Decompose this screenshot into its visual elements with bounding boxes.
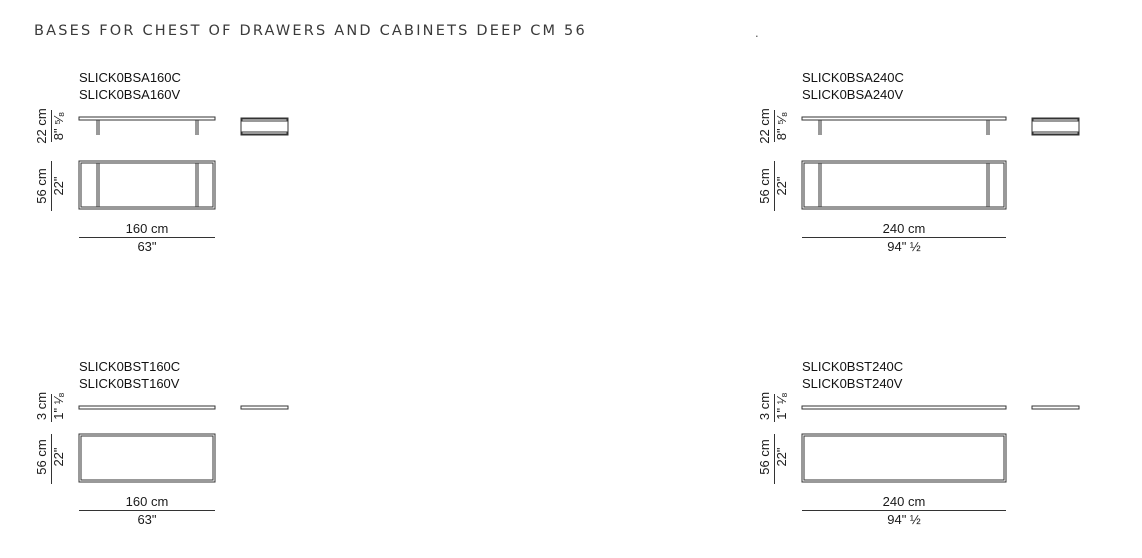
base-drawing	[801, 116, 1080, 210]
depth-dim-line	[774, 161, 775, 211]
side-elevation	[1031, 117, 1080, 136]
product-drawing-bsa240: SLICK0BSA240C SLICK0BSA240V 22 cm 8" ⁵⁄₈…	[757, 69, 1080, 269]
product-code: SLICK0BSA240V	[802, 87, 904, 102]
width-cm-label: 240 cm	[882, 494, 926, 509]
product-codes: SLICK0BSA160C SLICK0BSA160V	[79, 69, 181, 103]
front-elevation	[78, 405, 216, 410]
header-dot: .	[755, 25, 759, 40]
plan-view	[801, 160, 1007, 210]
height-dim-line	[774, 394, 775, 422]
width-dim-line	[79, 510, 215, 511]
width-in-label: 94" ½	[887, 239, 921, 254]
depth-dim-line	[774, 434, 775, 484]
product-code: SLICK0BSA240C	[802, 70, 904, 85]
width-cm-label: 240 cm	[882, 221, 926, 236]
product-drawing-bst240: SLICK0BST240C SLICK0BST240V 3 cm 1" ¹⁄₈ …	[757, 358, 1080, 558]
page-title: BASES FOR CHEST OF DRAWERS AND CABINETS …	[34, 23, 587, 39]
height-dim-line	[51, 110, 52, 142]
side-elevation	[240, 405, 289, 410]
width-in-label: 94" ½	[887, 512, 921, 527]
front-elevation	[78, 116, 216, 135]
depth-dim-line	[51, 434, 52, 484]
width-dim-line	[802, 237, 1006, 238]
plan-view	[78, 160, 216, 210]
height-dim-line	[774, 110, 775, 142]
base-drawing	[78, 116, 289, 210]
plan-view	[78, 433, 216, 483]
width-cm-label: 160 cm	[125, 494, 169, 509]
front-elevation	[801, 116, 1007, 135]
base-drawing	[78, 405, 289, 483]
product-drawing-bst160: SLICK0BST160C SLICK0BST160V 3 cm 1" ¹⁄₈ …	[34, 358, 334, 558]
product-code: SLICK0BSA160C	[79, 70, 181, 85]
product-code: SLICK0BST160V	[79, 376, 180, 391]
front-elevation	[801, 405, 1007, 410]
product-code: SLICK0BST240V	[802, 376, 903, 391]
width-dim-line	[79, 237, 215, 238]
product-code: SLICK0BST240C	[802, 359, 904, 374]
height-dim-line	[51, 394, 52, 422]
product-drawing-bsa160: SLICK0BSA160C SLICK0BSA160V 22 cm 8" ⁵⁄₈…	[34, 69, 334, 269]
product-codes: SLICK0BST160C SLICK0BST160V	[79, 358, 180, 392]
depth-dim-line	[51, 161, 52, 211]
width-in-label: 63"	[137, 239, 157, 254]
product-codes: SLICK0BST240C SLICK0BST240V	[802, 358, 903, 392]
width-in-label: 63"	[137, 512, 157, 527]
side-elevation	[1031, 405, 1080, 410]
product-code: SLICK0BSA160V	[79, 87, 181, 102]
width-dim-line	[802, 510, 1006, 511]
product-codes: SLICK0BSA240C SLICK0BSA240V	[802, 69, 904, 103]
plan-view	[801, 433, 1007, 483]
base-drawing	[801, 405, 1080, 483]
width-cm-label: 160 cm	[125, 221, 169, 236]
product-code: SLICK0BST160C	[79, 359, 181, 374]
side-elevation	[240, 117, 289, 136]
